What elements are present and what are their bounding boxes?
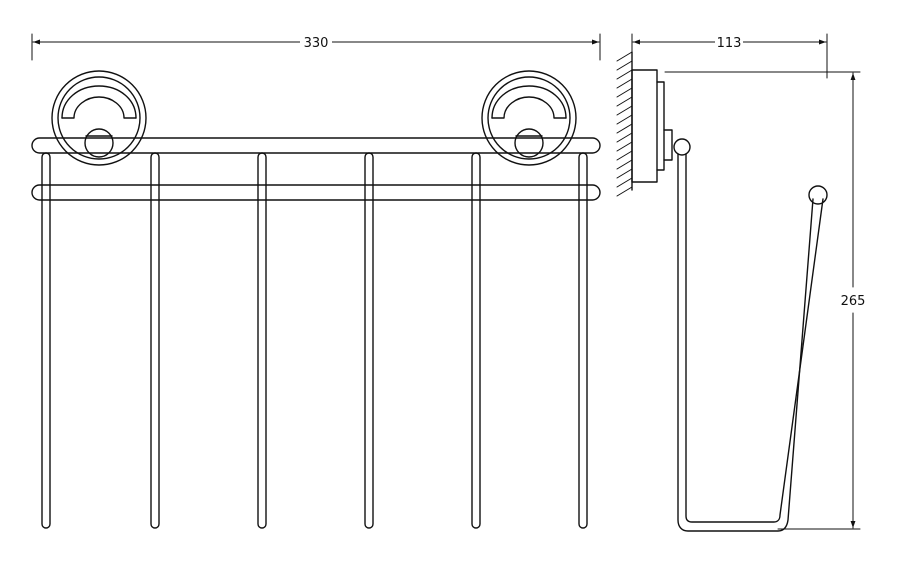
height-dimension: 265: [664, 71, 866, 530]
second-rail: [31, 184, 601, 201]
top-rail: [31, 137, 601, 154]
side-view: 113 265: [616, 33, 866, 532]
vertical-wire: [364, 152, 374, 529]
wall-hatch: [616, 51, 633, 197]
width-dimension-label: 330: [304, 36, 329, 51]
width-dimension: 330: [31, 33, 601, 61]
height-dimension-label: 265: [841, 294, 866, 309]
vertical-wire: [150, 152, 160, 529]
right-wall-mount: [481, 70, 577, 166]
vertical-wire: [41, 152, 51, 529]
depth-dimension-label: 113: [717, 36, 742, 51]
vertical-wire: [578, 152, 588, 529]
depth-dimension: 113: [631, 33, 828, 79]
basket-side-profile: [677, 153, 828, 532]
left-wall-mount: [51, 70, 147, 166]
vertical-wire: [257, 152, 267, 529]
vertical-wire: [471, 152, 481, 529]
vertical-wires: [41, 152, 588, 529]
front-view: 330: [31, 33, 601, 529]
mount-profile: [631, 69, 691, 183]
